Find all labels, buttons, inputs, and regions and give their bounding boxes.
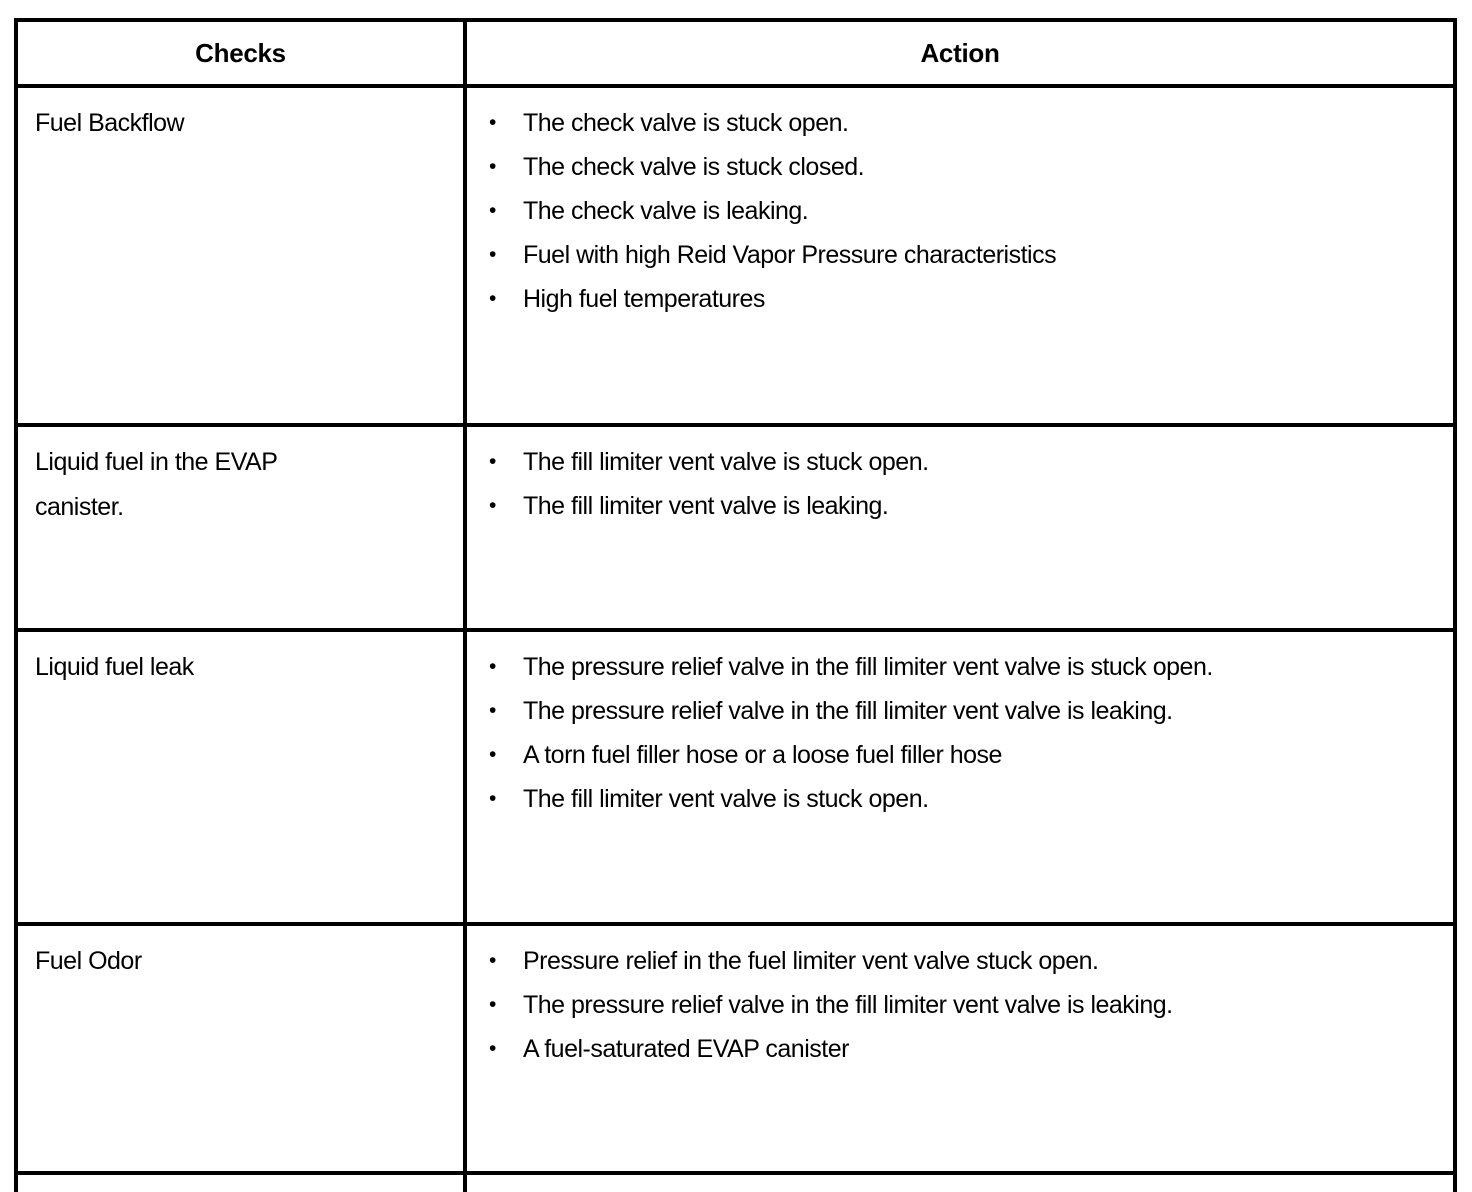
- bullet-icon: •: [489, 655, 496, 678]
- bullet-icon: •: [489, 155, 496, 178]
- list-item: • The pressure relief valve in the fill …: [467, 645, 1445, 689]
- action-text: A torn fuel filler hose or a loose fuel …: [523, 741, 1002, 769]
- diagnostic-table: Checks Action Fuel Backflow • The check …: [14, 18, 1457, 1192]
- list-item: • A torn fuel filler hose or a loose fue…: [467, 733, 1445, 777]
- table-row-liquid-fuel-evap-canister: Liquid fuel in the EVAP canister. • The …: [14, 423, 1457, 632]
- action-cell: • The pressure relief valve in the fill …: [463, 628, 1457, 926]
- action-text: The fill limiter vent valve is stuck ope…: [523, 785, 929, 813]
- action-text: The pressure relief valve in the fill li…: [523, 653, 1213, 681]
- bullet-icon: •: [489, 787, 496, 810]
- check-label: Fuel Odor: [35, 947, 142, 975]
- bullet-icon: •: [489, 111, 496, 134]
- bullet-icon: •: [489, 450, 496, 473]
- table-row-fuel-backflow: Fuel Backflow • The check valve is stuck…: [14, 84, 1457, 427]
- bullet-icon: •: [489, 199, 496, 222]
- action-text: Pressure relief in the fuel limiter vent…: [523, 947, 1099, 975]
- action-text: The check valve is leaking.: [523, 197, 809, 225]
- check-cell: Liquid fuel in the EVAP canister.: [14, 423, 467, 632]
- check-cell: Fuel Backflow: [14, 84, 467, 427]
- list-item: • The check valve is stuck closed.: [467, 145, 1445, 189]
- action-cell: • Pressure relief in the fuel limiter ve…: [463, 922, 1457, 1175]
- action-text: A fuel-saturated EVAP canister: [523, 1035, 849, 1063]
- action-text: The check valve is stuck closed.: [523, 153, 865, 181]
- list-item: • High fuel temperatures: [467, 277, 1445, 321]
- check-cell: Liquid fuel leak: [14, 628, 467, 926]
- action-text: The fill limiter vent valve is stuck ope…: [523, 448, 929, 476]
- action-text: The fill limiter vent valve is leaking.: [523, 492, 889, 520]
- action-cell: • The fill limiter vent valve is stuck o…: [463, 423, 1457, 632]
- check-label: Fuel Backflow: [35, 109, 185, 137]
- bullet-icon: •: [489, 699, 496, 722]
- check-label: Liquid fuel leak: [35, 653, 194, 681]
- list-item: • Fuel with high Reid Vapor Pressure cha…: [467, 233, 1445, 277]
- check-cell: Fuel Odor: [14, 922, 467, 1175]
- table-row-liquid-fuel-leak: Liquid fuel leak • The pressure relief v…: [14, 628, 1457, 926]
- bullet-icon: •: [489, 287, 496, 310]
- list-item: • The pressure relief valve in the fill …: [467, 689, 1445, 733]
- table-row-partial: [14, 1171, 1457, 1192]
- action-text: High fuel temperatures: [523, 285, 765, 313]
- list-item: • The fill limiter vent valve is stuck o…: [467, 440, 1445, 484]
- list-item: • The fill limiter vent valve is leaking…: [467, 484, 1445, 528]
- action-text: The check valve is stuck open.: [523, 109, 849, 137]
- list-item: • Pressure relief in the fuel limiter ve…: [467, 939, 1445, 983]
- table-row-fuel-odor: Fuel Odor • Pressure relief in the fuel …: [14, 922, 1457, 1175]
- action-text: Fuel with high Reid Vapor Pressure chara…: [523, 241, 1057, 269]
- bullet-icon: •: [489, 993, 496, 1016]
- action-text: The pressure relief valve in the fill li…: [523, 697, 1173, 725]
- bullet-icon: •: [489, 494, 496, 517]
- check-label: Liquid fuel in the EVAP canister.: [35, 448, 277, 521]
- list-item: • The check valve is leaking.: [467, 189, 1445, 233]
- header-checks: Checks: [14, 18, 467, 88]
- action-cell: • The check valve is stuck open. • The c…: [463, 84, 1457, 427]
- bullet-icon: •: [489, 949, 496, 972]
- check-cell: [14, 1171, 467, 1192]
- table-header-row: Checks Action: [14, 18, 1457, 88]
- list-item: • The fill limiter vent valve is stuck o…: [467, 777, 1445, 821]
- action-text: The pressure relief valve in the fill li…: [523, 991, 1173, 1019]
- list-item: • The pressure relief valve in the fill …: [467, 983, 1445, 1027]
- bullet-icon: •: [489, 243, 496, 266]
- bullet-icon: •: [489, 1037, 496, 1060]
- list-item: • The check valve is stuck open.: [467, 101, 1445, 145]
- header-action: Action: [463, 18, 1457, 88]
- action-cell: [463, 1171, 1457, 1192]
- list-item: • A fuel-saturated EVAP canister: [467, 1027, 1445, 1071]
- bullet-icon: •: [489, 743, 496, 766]
